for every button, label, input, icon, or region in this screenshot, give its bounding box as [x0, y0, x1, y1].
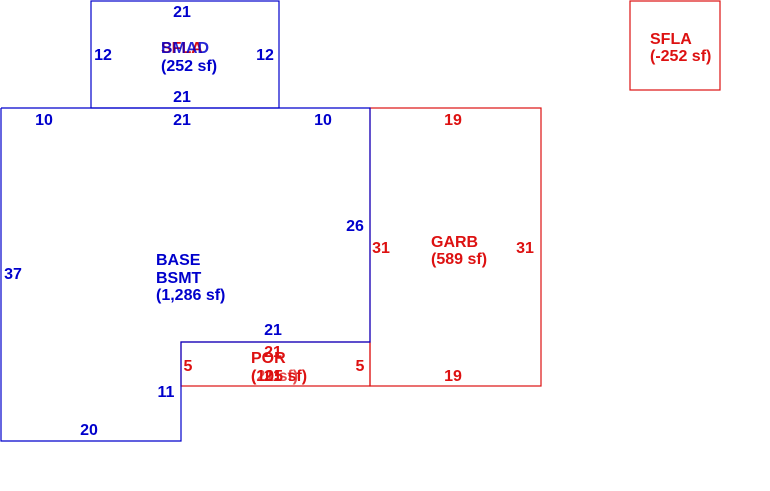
- por-code: POR: [251, 350, 286, 367]
- dim-base-right: 26: [346, 218, 364, 235]
- dim-bmad-left: 12: [94, 47, 112, 64]
- dim-garb-right: 31: [516, 240, 534, 257]
- dim-bmad-bottom: 21: [173, 89, 191, 106]
- dim-base-inner-left: 11: [158, 384, 175, 401]
- base-outline: [0, 107, 371, 442]
- dim-base-top-mid: 21: [173, 112, 191, 129]
- base-area: (1,286 sf): [156, 287, 225, 304]
- dim-garb-top: 19: [444, 112, 462, 129]
- dim-base-top-left: 10: [35, 112, 53, 129]
- dim-por-right: 5: [356, 358, 365, 375]
- garb-area: (589 sf): [431, 251, 487, 268]
- dim-bmad-right: 12: [256, 47, 274, 64]
- dim-garb-left: 31: [372, 240, 390, 257]
- dim-por-left: 5: [184, 358, 193, 375]
- dim-bmad-top: 21: [173, 4, 191, 21]
- sfla-area: (-252 sf): [650, 48, 711, 65]
- dim-base-left: 37: [4, 266, 22, 283]
- sfla-code: SFLA: [650, 31, 692, 48]
- bmad-area: (252 sf): [161, 58, 217, 75]
- por-area: (21 sf): [251, 368, 298, 385]
- dim-por-top: 21: [264, 344, 282, 361]
- bmad-code: BMAD: [161, 40, 209, 57]
- sfla-outline: [629, 0, 721, 91]
- bsmt-code: BSMT: [156, 270, 202, 287]
- dim-base-bottom: 20: [80, 422, 98, 439]
- dim-garb-bottom: 19: [444, 368, 462, 385]
- base-code: BASE: [156, 252, 201, 269]
- por-area-overlay: (105 sf): [251, 368, 307, 385]
- dim-base-inner-top: 21: [264, 322, 282, 339]
- dim-base-top-right: 10: [314, 112, 332, 129]
- bmad-overlay-code: SFLA: [161, 40, 203, 57]
- garb-code: GARB: [431, 234, 478, 251]
- dim-por-bottom: 21: [264, 368, 282, 385]
